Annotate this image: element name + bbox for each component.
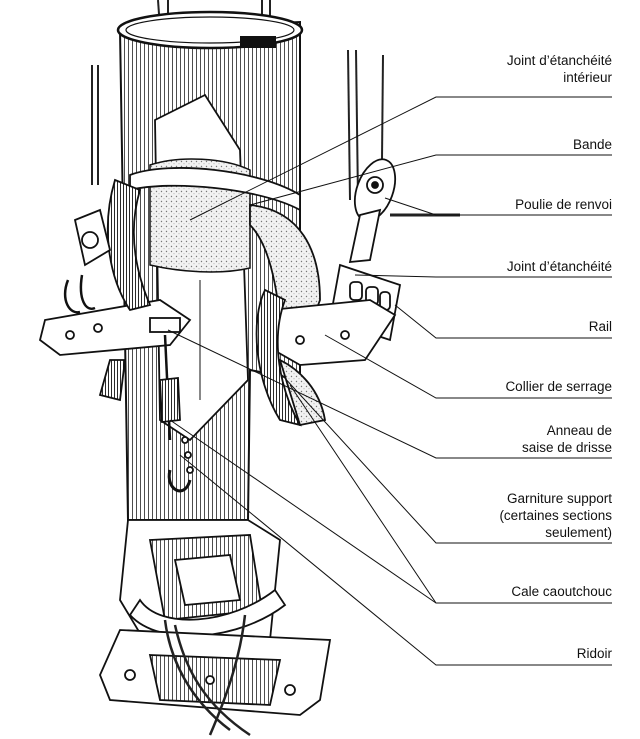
left-fitting [38,178,192,402]
mast-base [99,519,332,716]
label-rubber-wedge: Cale caoutchouc [511,584,612,599]
label-turning-block: Poulie de renvoi [515,197,612,212]
label-inner-seal: Joint d’étanchéité intérieur [506,53,612,85]
leader-lines [167,96,612,666]
base-cables [163,614,251,737]
label-turnbuckle: Ridoir [576,646,612,661]
label-hose-clamp: Collier de serrage [505,379,612,394]
label-support-fitting: Garniture support (certaines sections se… [499,491,612,540]
rubber-seal [255,288,327,427]
label-seal: Joint d’étanchéité [506,259,612,274]
rail-bracket [264,263,402,366]
label-rail: Rail [588,319,612,334]
label-halyard-ring: Anneau de saise de drisse [521,423,612,455]
band-collar [129,167,321,332]
halyard-lines [91,0,384,201]
turning-block-part [348,158,460,264]
turnbuckle-part [149,317,194,493]
label-band: Bande [572,137,612,152]
